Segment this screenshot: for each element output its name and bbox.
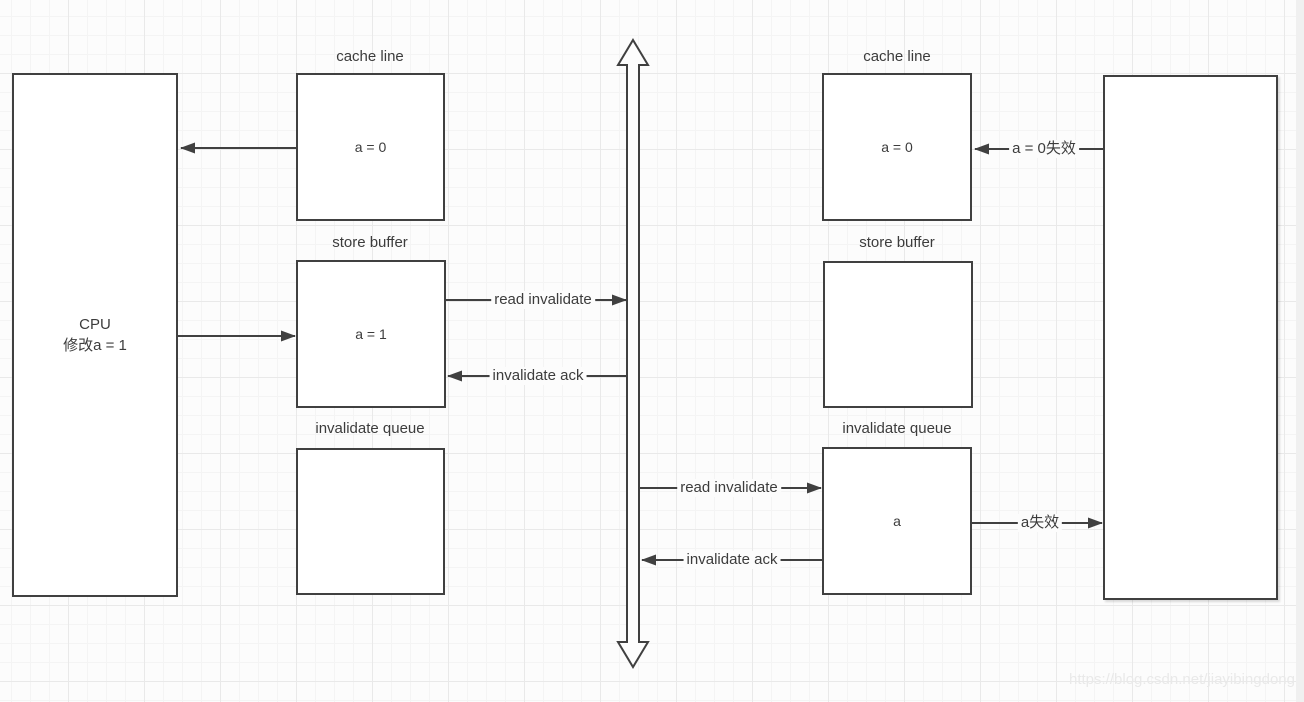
cpu-left-title: CPU (79, 316, 111, 333)
right-store-buffer-title: store buffer (859, 234, 935, 251)
cpu-right-box (1103, 75, 1278, 600)
right-invalidate-queue-box: a (822, 447, 972, 595)
right-invalidate-queue-title: invalidate queue (842, 420, 952, 437)
label-read-invalidate-left: read invalidate (491, 291, 595, 309)
bus-double-arrow (616, 38, 650, 669)
label-cache-line-invalidate: a = 0失效 (1009, 140, 1079, 158)
left-cache-line-title: cache line (336, 48, 404, 65)
right-cache-line-value: a = 0 (881, 139, 913, 155)
cpu-left-box: CPU 修改a = 1 (12, 73, 178, 597)
right-cache-line-box: a = 0 (822, 73, 972, 221)
csdn-watermark: https://blog.csdn.net/jiayibingdong (1069, 671, 1295, 688)
left-store-buffer-box: a = 1 (296, 260, 446, 408)
canvas-right-edge (1296, 0, 1304, 702)
left-invalidate-queue-box (296, 448, 445, 595)
label-queue-entry-invalidate: a失效 (1017, 514, 1063, 532)
label-invalidate-ack-left: invalidate ack (489, 367, 587, 385)
left-cache-line-box: a = 0 (296, 73, 445, 221)
left-store-buffer-title: store buffer (332, 234, 408, 251)
left-store-buffer-value: a = 1 (355, 326, 387, 342)
label-invalidate-ack-right: invalidate ack (683, 551, 781, 569)
label-read-invalidate-right: read invalidate (677, 479, 781, 497)
cpu-left-action: 修改a = 1 (63, 337, 127, 354)
left-cache-line-value: a = 0 (354, 139, 387, 155)
right-cache-line-title: cache line (863, 48, 931, 65)
left-invalidate-queue-title: invalidate queue (315, 420, 425, 437)
right-store-buffer-box (823, 261, 973, 408)
right-invalidate-queue-value: a (893, 513, 901, 529)
